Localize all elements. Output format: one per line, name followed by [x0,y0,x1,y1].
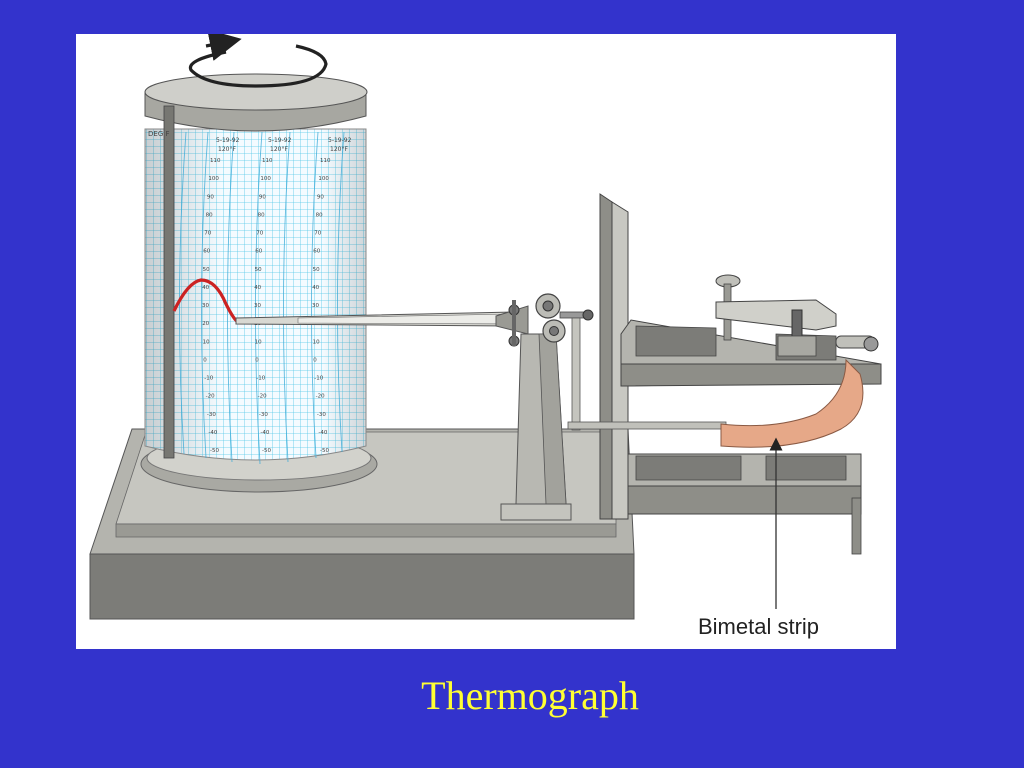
units-label: DEG F [148,130,170,138]
mounting-plate [599,193,629,520]
chart-scale-label: 10 [313,339,320,345]
chart-scale-label: -20 [258,394,267,400]
chart-scale-label: 40 [202,285,209,291]
adjustment-screw [715,274,879,357]
chart-date-label: 5-19-92 [216,137,240,144]
chart-scale-label: 70 [204,231,211,237]
chart-scale-label: 0 [255,357,259,363]
chart-labels: DEG F 5-19-92 5-19-92 5-19-92 120°F 120°F 120… [148,130,352,454]
slide-caption: Thermograph [421,673,639,718]
chart-scale-label: 110 [210,158,221,164]
chart-scale-label: 80 [206,212,213,218]
chart-scale-label: 30 [202,303,209,309]
chart-scale-label: 50 [203,267,210,273]
pen-trace-line [172,278,239,324]
chart-scale-label: -30 [259,412,268,418]
chart-scale-label: -20 [316,394,325,400]
chart-scale-top-label: 120°F [218,146,236,153]
chart-scale-label: 100 [260,176,271,182]
chart-scale-label: 0 [203,357,207,363]
chart-date-label: 5-19-92 [328,137,352,144]
chart-scale-label: 40 [312,285,319,291]
chart-scale-label: -10 [256,376,265,382]
chart-scale-label: -40 [208,430,217,436]
chart-scale-label: 110 [262,158,273,164]
chart-scale-label: -30 [317,412,326,418]
chart-scale-label: 60 [255,249,262,255]
chart-scale-label: 80 [258,212,265,218]
chart-scale-label: -10 [314,376,323,382]
chart-scale-label: -50 [262,448,271,454]
chart-scale-top-label: 120°F [270,146,288,153]
drum-lid [144,73,368,132]
connecting-rod [567,421,727,430]
chart-scale-label: 30 [254,303,261,309]
chart-scale-label: 70 [256,231,263,237]
lower-frame [627,453,862,555]
bimetal-strip-label: Bimetal strip [698,614,819,639]
thermograph-diagram: DEG F 5-19-92 5-19-92 5-19-92 120°F 120°F 120… [89,34,882,639]
chart-scale-top-label: 120°F [330,146,348,153]
chart-date-label: 5-19-92 [268,137,292,144]
chart-scale-label: 70 [314,231,321,237]
chart-scale-label: 100 [208,176,219,182]
pen-arm-support [500,293,594,521]
chart-scale-label: 100 [318,176,329,182]
chart-scale-label: 60 [313,249,320,255]
chart-scale-label: 10 [255,339,262,345]
rotation-arrow-icon [188,34,328,88]
pen-arm [235,300,529,347]
chart-scale-label: -20 [206,394,215,400]
chart-scale-label: 90 [259,194,266,200]
chart-scale-label: 40 [254,285,261,291]
chart-scale-label: -40 [318,430,327,436]
upper-frame [620,319,882,387]
chart-scale-label: -50 [210,448,219,454]
chart-scale-label: -30 [207,412,216,418]
chart-scale-label: 90 [317,194,324,200]
chart-scale-label: 0 [313,357,317,363]
chart-scale-label: 60 [203,249,210,255]
chart-scale-label: 50 [255,267,262,273]
chart-scale-label: 20 [202,321,209,327]
bimetal-strip [720,358,864,448]
chart-scale-label: 80 [316,212,323,218]
chart-scale-label: 90 [207,194,214,200]
chart-scale-label: 30 [312,303,319,309]
chart-drum [144,128,367,465]
chart-scale-label: 50 [313,267,320,273]
chart-scale-label: -10 [204,376,213,382]
chart-scale-label: -40 [260,430,269,436]
chart-scale-label: -50 [320,448,329,454]
chart-scale-label: 10 [203,339,210,345]
drum-clip-bar [163,105,175,459]
chart-scale-label: 110 [320,158,331,164]
thermograph-figure: DEG F 5-19-92 5-19-92 5-19-92 120°F 120°F 120… [76,34,896,649]
